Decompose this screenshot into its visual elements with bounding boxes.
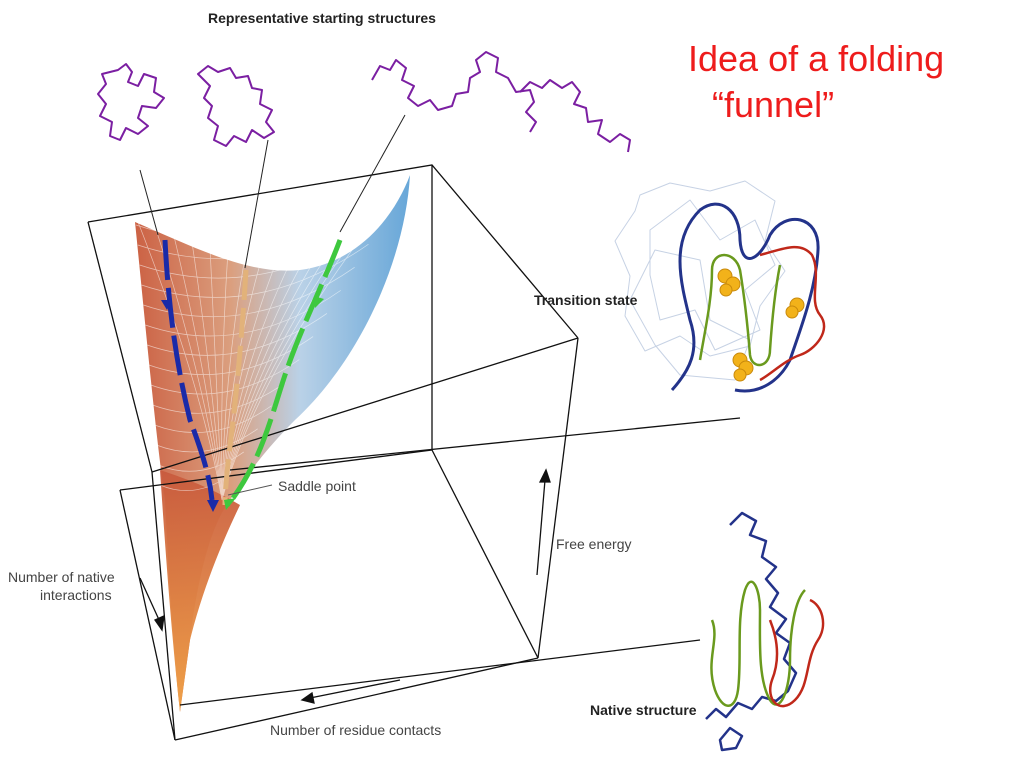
green-folding-path <box>226 239 343 507</box>
blue-folding-path <box>162 239 215 501</box>
transition-state-protein <box>614 180 826 393</box>
starting-chain-3 <box>371 51 537 133</box>
native-green-chain <box>710 580 806 707</box>
pointer-lines <box>139 114 406 269</box>
native-interactions-label-1: Number of native <box>8 569 115 585</box>
folding-paths <box>162 239 343 507</box>
starting-structures <box>97 51 631 153</box>
box-front-edges <box>87 221 741 741</box>
funnel-surface <box>135 174 411 712</box>
native-structure-protein <box>705 511 825 752</box>
green-chain <box>698 253 782 367</box>
free-energy-label: Free energy <box>556 536 632 552</box>
transition-state-label: Transition state <box>534 292 638 308</box>
axis-arrows <box>139 468 551 704</box>
blue-mid-arrowhead <box>161 300 172 310</box>
green-arrowhead <box>224 498 236 510</box>
starting-structures-label: Representative starting structures <box>208 10 436 26</box>
native-red-chain <box>768 598 825 708</box>
title-line-1: Idea of a folding <box>688 38 945 79</box>
tan-folding-path <box>222 269 249 506</box>
green-mid-arrowhead <box>314 296 324 308</box>
native-interactions-label-2: interactions <box>40 587 112 603</box>
starting-chain-2 <box>197 65 275 147</box>
residue-contacts-label: Number of residue contacts <box>270 722 442 738</box>
title-line-2: “funnel” <box>712 84 835 125</box>
red-chain <box>759 245 826 382</box>
saddle-point-label: Saddle point <box>278 478 356 494</box>
path-arrowheads <box>161 296 324 512</box>
starting-chain-1 <box>97 63 165 141</box>
box-back-edges <box>87 164 579 450</box>
starting-chain-4 <box>519 79 631 153</box>
native-blue-chain <box>705 511 798 752</box>
blue-arrowhead <box>207 500 219 512</box>
saddle-point-leader <box>227 484 273 496</box>
native-structure-label: Native structure <box>590 702 697 718</box>
contact-spheres <box>717 268 805 382</box>
blue-chain <box>670 202 820 393</box>
